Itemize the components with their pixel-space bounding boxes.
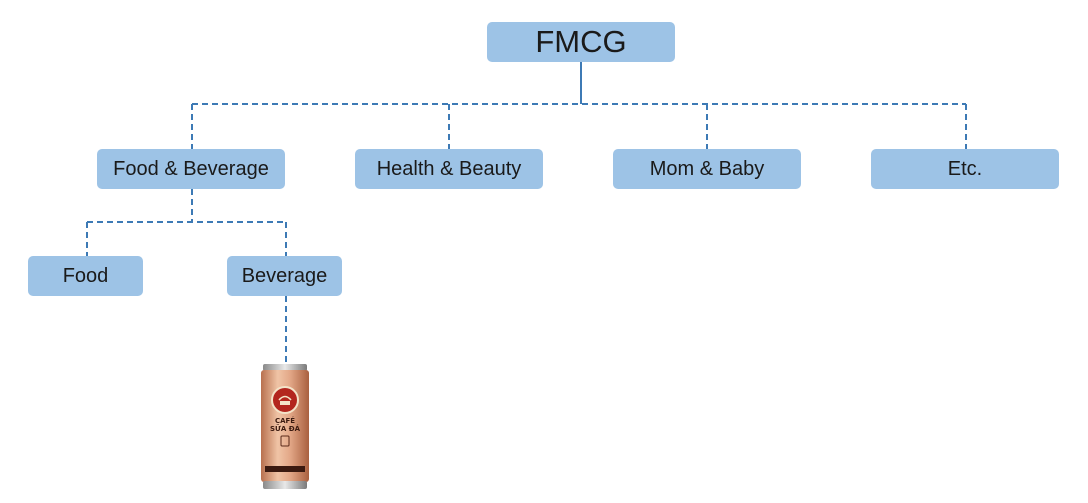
subcategory-node-label: Food <box>62 264 109 287</box>
category-node-label: Etc. <box>947 157 983 180</box>
subcategory-node-label: Beverage <box>241 264 328 287</box>
subcategory-node-food: Food <box>28 256 143 296</box>
category-node-health-beauty: Health & Beauty <box>355 149 543 189</box>
coffee-can-image <box>261 364 309 489</box>
product-name-line-2: SỮA ĐÁ <box>269 425 301 433</box>
category-node-etc: Etc. <box>871 149 1059 189</box>
category-node-label: Health & Beauty <box>376 157 522 180</box>
brand-logo-icon <box>271 386 299 414</box>
category-node-food-beverage: Food & Beverage <box>97 149 285 189</box>
category-node-mom-baby: Mom & Baby <box>613 149 801 189</box>
category-node-label: Mom & Baby <box>649 157 765 180</box>
root-node-fmcg: FMCG <box>487 22 675 62</box>
root-node-label: FMCG <box>535 24 627 59</box>
category-node-label: Food & Beverage <box>113 157 269 180</box>
subcategory-node-beverage: Beverage <box>227 256 342 296</box>
product-name-line-1: CAFÉ <box>274 417 296 425</box>
